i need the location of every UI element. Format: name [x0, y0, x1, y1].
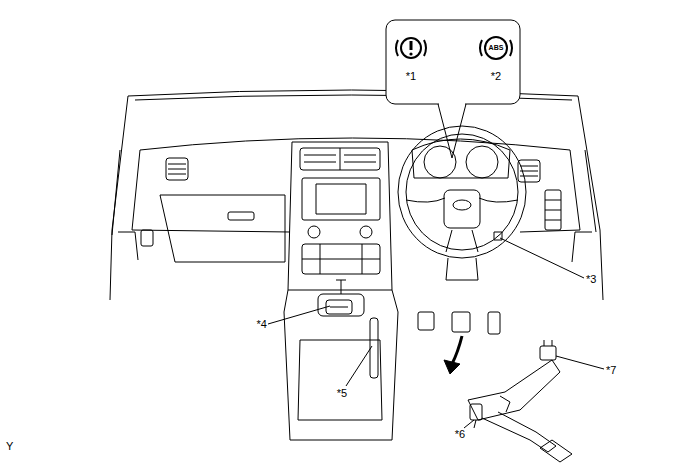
callout-number: *7 — [606, 364, 616, 377]
center-console — [284, 290, 398, 440]
center-vent-lines — [304, 148, 376, 170]
knob — [308, 226, 320, 238]
shift-boot — [318, 294, 364, 316]
pedal-sensor — [540, 346, 556, 360]
abs-warning-ring — [485, 37, 507, 59]
leader-line — [268, 306, 330, 324]
knob — [360, 226, 372, 238]
leader-line — [346, 346, 372, 386]
brake-warning-bar — [410, 41, 413, 50]
side-switch-lines — [545, 200, 561, 220]
leader-line — [464, 420, 474, 428]
display-screen — [302, 178, 380, 220]
console-control-detail — [330, 307, 348, 308]
callout-number: *4 — [257, 318, 267, 331]
brake-warning-ring — [401, 38, 421, 58]
glove-handle — [228, 212, 254, 220]
callout-pointer — [438, 104, 466, 158]
pedal-left — [418, 312, 434, 330]
glove-box — [160, 195, 285, 262]
steering-hub — [444, 190, 480, 228]
callout-box — [386, 20, 520, 104]
callout-number: *5 — [337, 387, 347, 400]
callout-number: *3 — [586, 273, 596, 286]
door-left — [110, 150, 138, 300]
side-switches — [545, 190, 561, 230]
callout-number: *1 — [406, 70, 416, 83]
stop-lamp-switch-wire — [474, 420, 476, 428]
pedal-pad — [540, 440, 572, 462]
lamp-text: ABS — [489, 44, 504, 52]
pedal-center — [452, 312, 470, 332]
steering-wheel-inner — [406, 134, 518, 250]
gauge-right — [466, 146, 498, 178]
callout-number: *2 — [491, 70, 501, 83]
leader-line — [556, 356, 604, 369]
windshield-frame — [112, 90, 600, 230]
abs-warning-arcs — [480, 40, 512, 56]
callout-number: *6 — [455, 428, 465, 441]
callout-number: Y — [6, 440, 13, 453]
pointer-arrowhead — [444, 360, 460, 374]
vent-left-slats — [168, 164, 186, 174]
steering-column — [446, 258, 478, 280]
pedal-arm — [482, 412, 556, 452]
side-vent-left — [141, 230, 153, 246]
pedal-bracket — [468, 360, 560, 420]
brake-warning-dot — [409, 52, 412, 55]
steering-wheel — [398, 126, 526, 258]
vent-left — [166, 158, 188, 180]
steering-spokes — [406, 198, 518, 252]
brake-warning-arcs — [396, 40, 426, 56]
climate-panel — [302, 244, 380, 274]
pedal-sensor-detail — [500, 340, 552, 412]
door-right — [572, 150, 603, 300]
pointer-arrow — [452, 336, 462, 364]
console-box — [298, 340, 382, 420]
console-control — [326, 300, 352, 314]
emblem — [453, 200, 471, 210]
leader-line — [500, 238, 584, 278]
gauge-left — [424, 146, 456, 178]
center-vents — [300, 148, 380, 170]
stop-lamp-switch — [470, 404, 482, 420]
display-inner — [316, 184, 366, 214]
shift-lever — [336, 280, 346, 294]
center-stack — [288, 142, 392, 290]
climate-buttons — [302, 244, 380, 274]
pedal-right — [488, 312, 500, 334]
vent-right — [518, 160, 540, 182]
callout-pointer-mask — [439, 103, 465, 105]
